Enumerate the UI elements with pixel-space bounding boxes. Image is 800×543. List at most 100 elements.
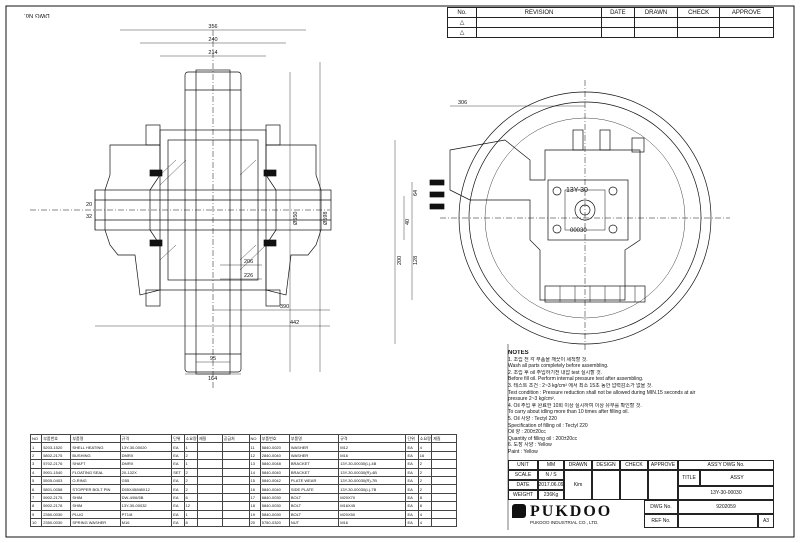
bom-cell: EA — [405, 517, 419, 528]
bom-cell — [196, 484, 223, 494]
bom-cell: EA — [405, 501, 419, 511]
bom-cell: 4 — [417, 517, 433, 528]
bom-cell: SHIM — [70, 492, 121, 503]
title-label: TITLE — [678, 470, 700, 486]
side-view — [394, 80, 730, 350]
bom-cell — [196, 467, 223, 477]
bom-cell — [431, 484, 457, 494]
bom-cell — [221, 492, 250, 503]
rev-cell — [601, 17, 635, 28]
bom-cell: 2 — [183, 467, 199, 477]
bom-cell: 2 — [183, 484, 199, 494]
dwg-no-corner-label: DWG No. — [24, 12, 50, 18]
bom-cell — [196, 459, 223, 469]
bom-header-cell: 부품번호 — [41, 433, 72, 444]
bom-cell: 13Y-30-00030(L)-7B — [338, 484, 407, 494]
approve-label: APPROVE — [648, 460, 678, 470]
bom-cell: WASHER — [288, 450, 340, 461]
bom-cell: 5801-0058 — [41, 484, 72, 494]
bom-cell: 8 — [417, 501, 433, 511]
bom-cell — [221, 501, 250, 511]
revision-row: △ — [447, 27, 775, 38]
rev-cell — [677, 17, 720, 28]
bom-cell: PT1/8 — [119, 509, 173, 519]
bom-cell: 5840-0030 — [259, 509, 290, 519]
bom-header-cell: 규격 — [338, 433, 407, 444]
bom-cell: 5702-2176 — [41, 459, 72, 469]
bom-cell: 2350-0030 — [41, 509, 72, 519]
dim-phi550: Ø550 — [293, 212, 299, 225]
ref-no-label: REF No. — [644, 514, 678, 528]
note-line: 2. 조립 후 oil 주입하기전 내압 test 실시할 것. — [508, 369, 603, 376]
revision-header-row: No. REVISION DATE DRAWN CHECK APPROVE — [447, 7, 775, 18]
weight-value: 236Kg — [538, 490, 564, 500]
check-label: CHECK — [620, 460, 648, 470]
bom-cell: EA — [171, 509, 185, 519]
rev-cell — [601, 27, 635, 38]
bom-cell: 2 — [29, 450, 43, 461]
unit-value: MM — [538, 460, 564, 470]
note-line: 5. Oil 사양 : Tectyl 220 — [508, 415, 557, 422]
bom-cell: 2 — [417, 475, 433, 486]
bom-cell: EA — [405, 467, 419, 477]
bom-cell: BRACKET — [288, 467, 340, 477]
bom-cell: 5840-0048 — [259, 459, 290, 469]
bom-cell: 4 — [29, 467, 43, 477]
bom-cell: EA — [171, 459, 185, 469]
note-line: 4. Oil 주입 후 완료한 10회 이상 실시하여 이상 유무를 확인할 것… — [508, 402, 642, 409]
bom-cell — [431, 459, 457, 469]
bom-cell: EA — [405, 484, 419, 494]
note-line: To carry about idling more than 10 times… — [508, 409, 629, 416]
bom-cell: EA — [405, 475, 419, 486]
scale-value: N / S — [538, 470, 564, 480]
bom-cell: 8 — [417, 492, 433, 503]
bom-cell: M16 — [338, 450, 407, 461]
bom-cell: 5901-1540 — [41, 467, 72, 477]
rev-cell — [633, 17, 679, 28]
bom-cell: 6840-0030 — [259, 492, 290, 503]
bom-cell — [431, 492, 457, 503]
bom-cell: 15 — [248, 475, 261, 486]
dim-306: 306 — [458, 100, 467, 106]
bom-cell: M20X70 — [338, 492, 407, 503]
bom-cell — [196, 509, 223, 519]
bom-header-cell: 부품명 — [70, 433, 121, 444]
bom-cell: 1 — [29, 442, 43, 452]
dim-206: 206 — [244, 259, 253, 265]
dim-200: 200 — [397, 256, 403, 265]
bom-cell: 5902-2175 — [41, 492, 72, 503]
logo-company-name: PUKDOO INDUSTRIAL CO., LTD. — [530, 520, 599, 525]
notes-block: NOTES 1. 조립 전 각 부품을 깨끗이 세척할 것. Wash all … — [508, 350, 770, 456]
dim-214: 214 — [208, 50, 217, 56]
bom-cell: 5203-1520 — [41, 442, 72, 452]
rev-cell — [677, 27, 720, 38]
bom-cell — [196, 517, 223, 528]
side-dim-labels: 306 64 40 200 128 13Y-30 00030 — [397, 100, 588, 265]
bom-cell: 8 — [29, 501, 43, 511]
bom-cell: M20X50 — [338, 509, 407, 519]
logo-wordmark: PUKDOO — [530, 503, 613, 520]
bom-cell: 5840-0040 — [259, 467, 290, 477]
bom-cell: 5840-0042 — [259, 475, 290, 486]
rev-col-drawn: DRAWN — [633, 7, 679, 18]
bom-cell: DMRX — [119, 450, 173, 461]
bom-cell: 1 — [183, 509, 199, 519]
bom-cell: 2 — [417, 484, 433, 494]
rev-col-approve: APPROVE — [718, 7, 775, 18]
bom-cell: EA — [171, 501, 185, 511]
dim-32: 32 — [86, 214, 92, 220]
rev-cell — [718, 17, 775, 28]
logo-mark-icon — [512, 504, 526, 518]
bom-cell — [431, 501, 457, 511]
bom-cell: 13Y-30-00030(R)-4B — [338, 467, 407, 477]
section-view — [30, 29, 332, 390]
bom-cell — [221, 517, 250, 528]
note-line: 3. 테스트 조건 : 2~3 kg/cm² 에서 최소 15초 동안 압력감소… — [508, 382, 653, 389]
